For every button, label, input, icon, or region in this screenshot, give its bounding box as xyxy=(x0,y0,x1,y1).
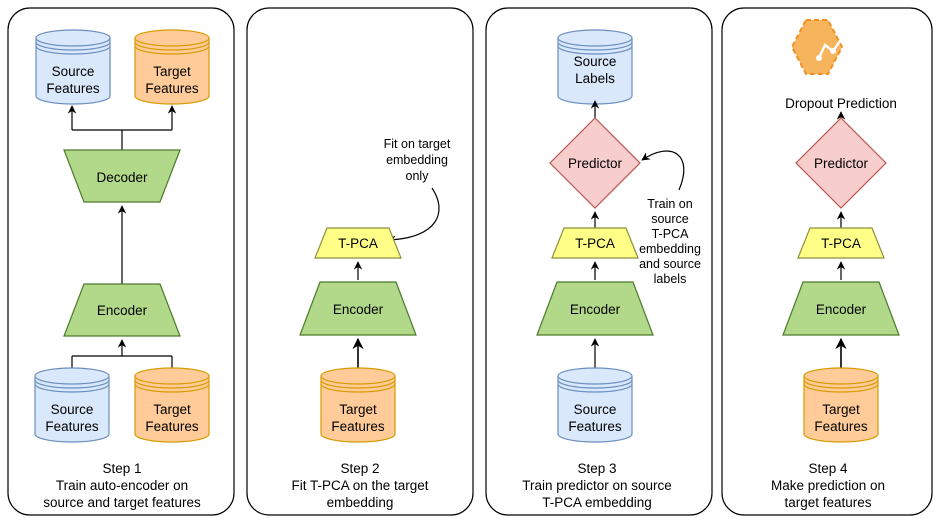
top-source-line1: Source xyxy=(52,64,95,79)
note-line3: only xyxy=(406,169,430,183)
encoder-label: Encoder xyxy=(333,302,384,317)
top-target-line1: Target xyxy=(153,64,191,79)
top-target-line2: Features xyxy=(145,81,199,96)
step-label: Step 4 xyxy=(808,461,848,476)
target-features-db: Target Features xyxy=(803,367,879,443)
note-line1: Train on xyxy=(647,197,692,211)
encoder-block: Encoder xyxy=(299,281,417,336)
note-line2: embedding xyxy=(386,153,448,167)
note-line4: embedding xyxy=(639,242,701,256)
decoder-output-arrows xyxy=(67,105,177,150)
tpca-block: T-PCA xyxy=(797,227,885,259)
top-target-features-db: Target Features xyxy=(134,29,210,105)
predictor-block: Predictor xyxy=(549,117,641,209)
tpca-label: T-PCA xyxy=(821,236,861,251)
decoder-label: Decoder xyxy=(96,170,148,185)
top-source-line2: Features xyxy=(46,81,100,96)
input-line1: Source xyxy=(574,402,617,417)
output-line1: Source xyxy=(574,54,617,69)
caption-line2: T-PCA embedding xyxy=(542,495,652,510)
caption-line2: source and target features xyxy=(43,495,201,510)
caption-line1: Train predictor on source xyxy=(522,478,672,493)
input-line2: Features xyxy=(568,419,622,434)
predictor-block: Predictor xyxy=(795,117,887,209)
note-line5: and source xyxy=(639,257,701,271)
caption-line1: Train auto-encoder on xyxy=(56,478,188,493)
bottom-target-line2: Features xyxy=(145,419,199,434)
encoder-block: Encoder xyxy=(536,281,654,336)
tpca-block: T-PCA xyxy=(551,227,639,259)
note-arrow xyxy=(387,187,440,244)
note-line1: Fit on target xyxy=(384,137,451,151)
encoder-label: Encoder xyxy=(816,302,867,317)
panel-step-3: Source Labels Predictor Train on source … xyxy=(485,7,713,516)
bottom-source-line2: Features xyxy=(45,419,99,434)
step-label: Step 3 xyxy=(577,461,616,476)
output-line2: Labels xyxy=(575,71,615,86)
panel-step-1: Source Features Target Features Decoder xyxy=(7,7,235,516)
decoder-block: Decoder xyxy=(63,149,181,203)
encoder-block: Encoder xyxy=(782,281,900,336)
bottom-source-line1: Source xyxy=(51,402,94,417)
step-label: Step 2 xyxy=(340,461,379,476)
output-label: Dropout Prediction xyxy=(785,96,897,111)
input-line1: Target xyxy=(339,402,377,417)
note-line6: labels xyxy=(654,272,687,286)
step-label: Step 1 xyxy=(102,461,141,476)
note-line3: T-PCA xyxy=(652,227,689,241)
bottom-target-features-db: Target Features xyxy=(134,367,210,443)
caption-line2: embedding xyxy=(327,495,394,510)
predictor-label: Predictor xyxy=(814,156,869,171)
panel-step-2: Fit on target embedding only T-PCA Encod… xyxy=(246,7,474,516)
note-line2: source xyxy=(651,212,689,226)
source-features-db: Source Features xyxy=(557,367,633,443)
target-features-db: Target Features xyxy=(320,367,396,443)
tpca-block: T-PCA xyxy=(314,227,402,259)
predictor-label: Predictor xyxy=(568,156,623,171)
tpca-label: T-PCA xyxy=(338,236,378,251)
input-arrows xyxy=(71,339,173,368)
tpca-label: T-PCA xyxy=(575,236,615,251)
top-source-features-db: Source Features xyxy=(35,29,111,105)
caption-line1: Fit T-PCA on the target xyxy=(291,478,428,493)
input-line2: Features xyxy=(331,419,385,434)
encoder-label: Encoder xyxy=(97,303,148,318)
bottom-source-features-db: Source Features xyxy=(34,367,110,443)
encoder-block: Encoder xyxy=(63,283,181,337)
note-arrow xyxy=(641,150,685,191)
input-line1: Target xyxy=(822,402,860,417)
panel-step-4: Dropout Prediction Predictor T-PCA Encod… xyxy=(721,7,933,516)
panel-frame xyxy=(721,7,933,516)
source-labels-db: Source Labels xyxy=(557,29,633,105)
encoder-label: Encoder xyxy=(570,302,621,317)
chart-hexagon-icon xyxy=(790,19,850,75)
bottom-target-line1: Target xyxy=(153,402,191,417)
input-line2: Features xyxy=(814,419,868,434)
caption-line1: Make prediction on xyxy=(771,478,885,493)
caption-line2: target features xyxy=(784,495,871,510)
